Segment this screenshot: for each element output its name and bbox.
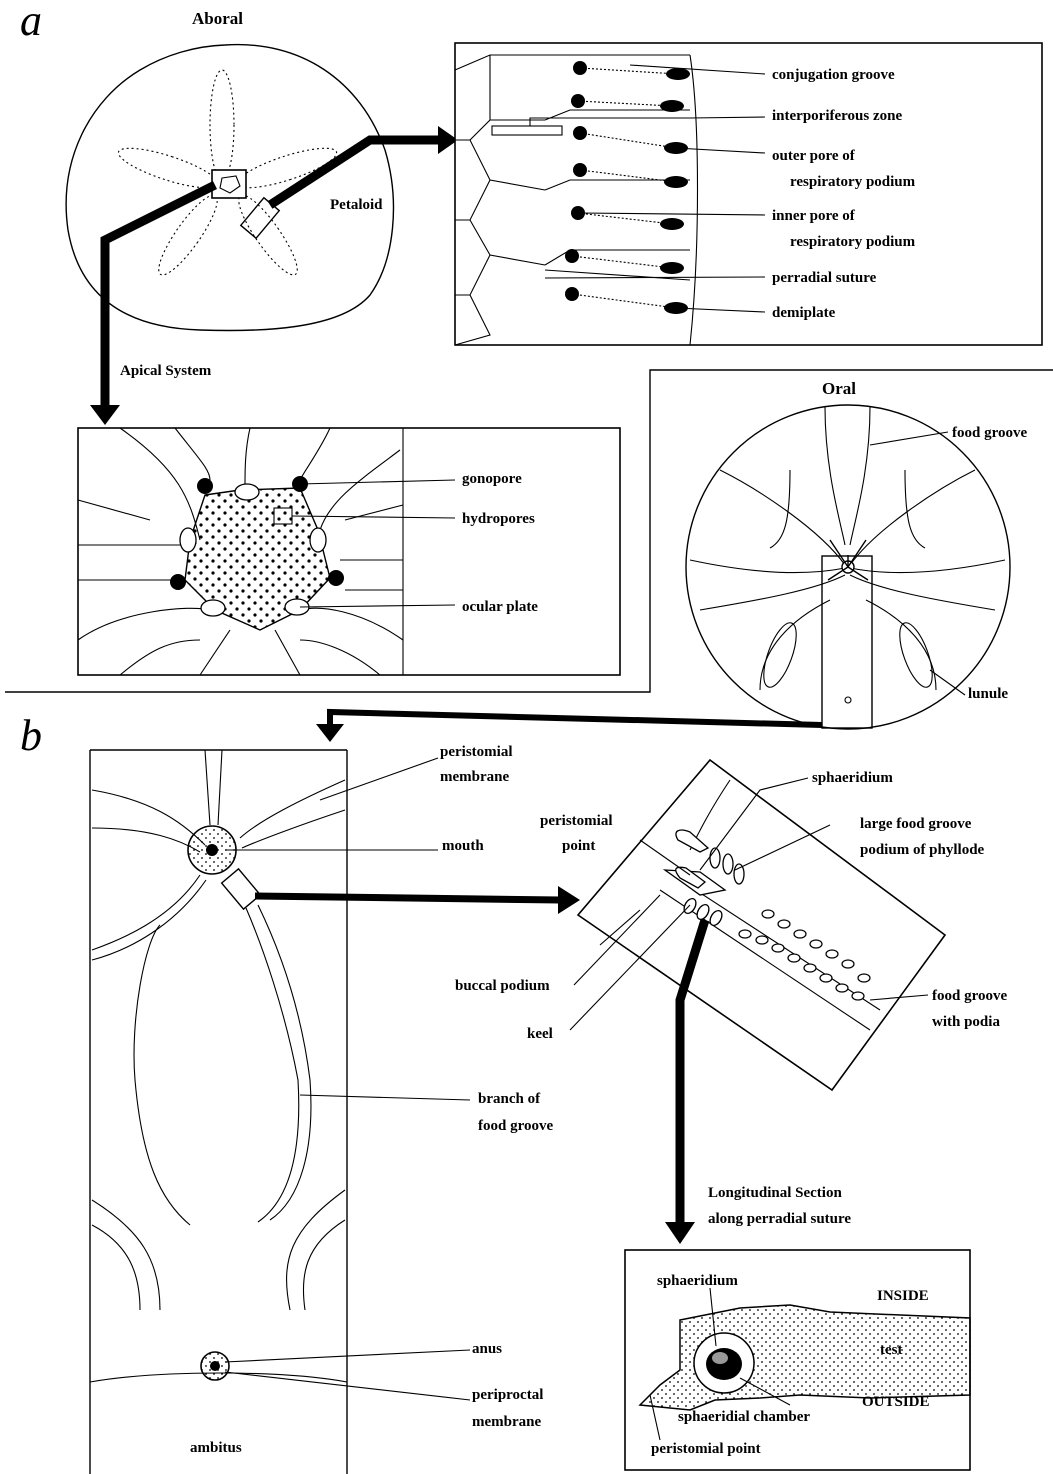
label-buccal-podium: buccal podium	[455, 978, 550, 994]
panel-label-a: a	[20, 0, 42, 45]
label-periproctal-2: membrane	[472, 1414, 541, 1430]
label-outer-pore-2: respiratory podium	[790, 174, 916, 190]
label-perradial-suture: perradial suture	[772, 270, 877, 286]
label-peristomial-point-1: peristomial	[540, 813, 613, 829]
arrowhead-ambulacrum	[316, 724, 344, 742]
label-section-peristomial-point: peristomial point	[651, 1441, 761, 1457]
arrowhead-phyllode	[558, 886, 580, 914]
aboral-test: Aboral Petaloid	[66, 9, 393, 331]
label-test: test	[880, 1342, 903, 1358]
label-anus: anus	[472, 1341, 502, 1357]
arrowhead-apical	[90, 405, 120, 425]
label-lunule: lunule	[968, 686, 1008, 702]
label-demiplate: demiplate	[772, 305, 836, 321]
label-interporiferous-zone: interporiferous zone	[772, 108, 902, 124]
label-inner-pore-2: respiratory podium	[790, 234, 916, 250]
arrow-to-phyllode	[255, 896, 560, 900]
label-hydropores: hydropores	[462, 511, 535, 527]
arrowhead-section	[665, 1222, 695, 1244]
longitudinal-section: sphaeridium INSIDE test OUTSIDE sphaerid…	[625, 1250, 970, 1470]
label-branch-2: food groove	[478, 1118, 553, 1134]
label-ocular-plate: ocular plate	[462, 599, 538, 615]
section-title-1: Longitudinal Section	[708, 1185, 842, 1201]
apical-detail: gonopore hydropores ocular plate	[78, 428, 620, 675]
label-inside: INSIDE	[877, 1288, 929, 1304]
label-food-groove-podia-1: food groove	[932, 988, 1007, 1004]
label-peristomial-point-2: point	[562, 838, 595, 854]
apical-system-label: Apical System	[120, 363, 212, 379]
label-keel: keel	[527, 1026, 553, 1042]
label-branch-1: branch of	[478, 1091, 541, 1107]
label-section-sphaeridium: sphaeridium	[657, 1273, 738, 1289]
ambulacrum-strip: peristomial membrane mouth branch of foo…	[90, 744, 553, 1474]
label-outside: OUTSIDE	[862, 1394, 930, 1410]
label-ambitus: ambitus	[190, 1440, 242, 1456]
label-mouth: mouth	[442, 838, 484, 854]
petaloid-label: Petaloid	[330, 197, 383, 213]
panel-label-b: b	[20, 711, 42, 760]
label-large-food-groove-2: podium of phyllode	[860, 842, 985, 858]
label-gonopore: gonopore	[462, 471, 522, 487]
label-peristomial-membrane-1: peristomial	[440, 744, 513, 760]
label-food-groove-oral: food groove	[952, 425, 1027, 441]
label-food-groove-podia-2: with podia	[932, 1014, 1000, 1030]
arrow-to-petal-detail	[270, 140, 440, 205]
phyllode-detail: sphaeridium peristomial point large food…	[455, 760, 1007, 1090]
section-title-2: along perradial suture	[708, 1211, 851, 1227]
label-inner-pore-1: inner pore of	[772, 208, 856, 224]
oral-title: Oral	[822, 379, 856, 398]
petal-detail: conjugation groove interporiferous zone …	[455, 43, 1042, 345]
label-conjugation-groove: conjugation groove	[772, 67, 895, 83]
label-peristomial-membrane-2: membrane	[440, 769, 509, 785]
label-outer-pore-1: outer pore of	[772, 148, 856, 164]
aboral-title: Aboral	[192, 9, 243, 28]
label-sphaeridium: sphaeridium	[812, 770, 893, 786]
label-large-food-groove-1: large food groove	[860, 816, 972, 832]
arrow-to-ambulacrum	[330, 712, 822, 728]
label-periproctal-1: periproctal	[472, 1387, 543, 1403]
label-sphaeridial-chamber: sphaeridial chamber	[678, 1409, 810, 1425]
